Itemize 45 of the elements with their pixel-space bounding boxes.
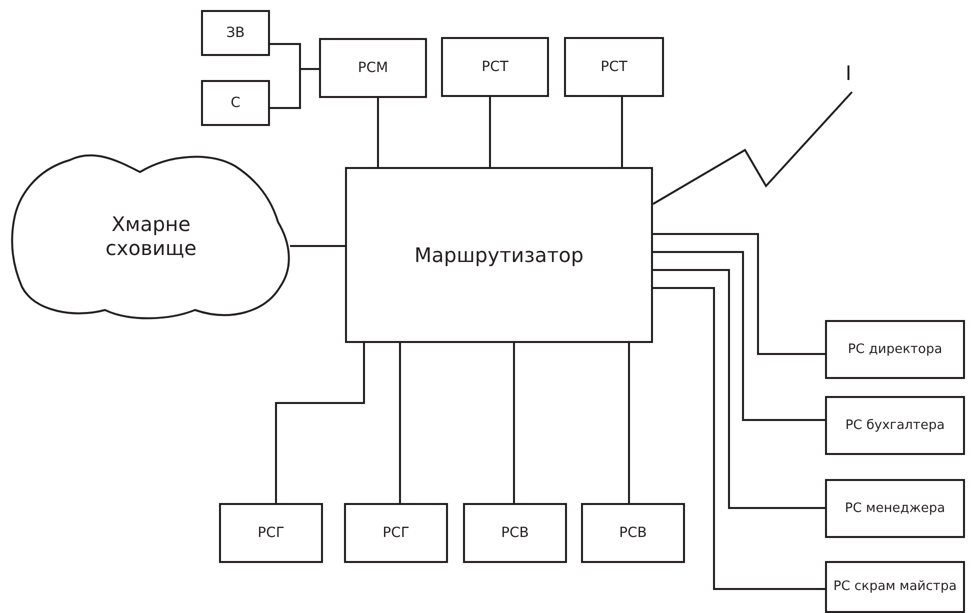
connector-line [290,245,345,247]
workstation-box [581,503,685,563]
zigzag-link-line [652,91,853,205]
workstation-box [825,320,965,379]
workstation-box [219,503,323,563]
node-label: Хмарне сховище [104,212,198,260]
node-label: РСМ [358,60,388,76]
workstation-box [344,503,448,563]
workstation-box [463,503,567,563]
node-label: РСГ [382,524,410,542]
node-label: РС скрам майстра [833,579,957,595]
workstation-box [201,80,270,126]
connector-line [489,97,491,167]
node-label: С [230,94,240,112]
node-label: РСГ [258,524,284,542]
connector-line [399,343,401,503]
connector-line [653,233,825,355]
workstation-box [441,37,549,97]
node-label: РСТ [600,58,628,76]
connector-line [653,251,825,421]
connector-line [653,287,825,590]
connector-line [513,343,515,503]
connector-line [653,269,825,509]
node-label: РС менеджера [844,500,946,516]
connector-line [628,343,630,503]
node-label: ЗВ [226,24,245,42]
workstation-box [825,396,965,455]
node-label: РСВ [501,524,529,542]
workstation-box [201,10,270,56]
workstation-box [825,479,965,538]
workstation-box [319,38,427,98]
cloud-shape [10,152,292,320]
workstation-box [564,37,664,97]
node-label: РСТ [482,58,508,76]
connector-line [275,343,365,503]
connector-line [270,68,319,109]
node-label: РС бухгалтера [845,418,945,434]
connector-line [621,97,623,167]
node-label: Маршрутизатор [414,243,584,267]
workstation-box [825,561,965,613]
router-box [345,167,653,343]
node-label: РС директора [848,342,942,358]
node-label: I [846,61,850,85]
node-label: РСВ [619,524,647,542]
connector-line [377,98,379,167]
